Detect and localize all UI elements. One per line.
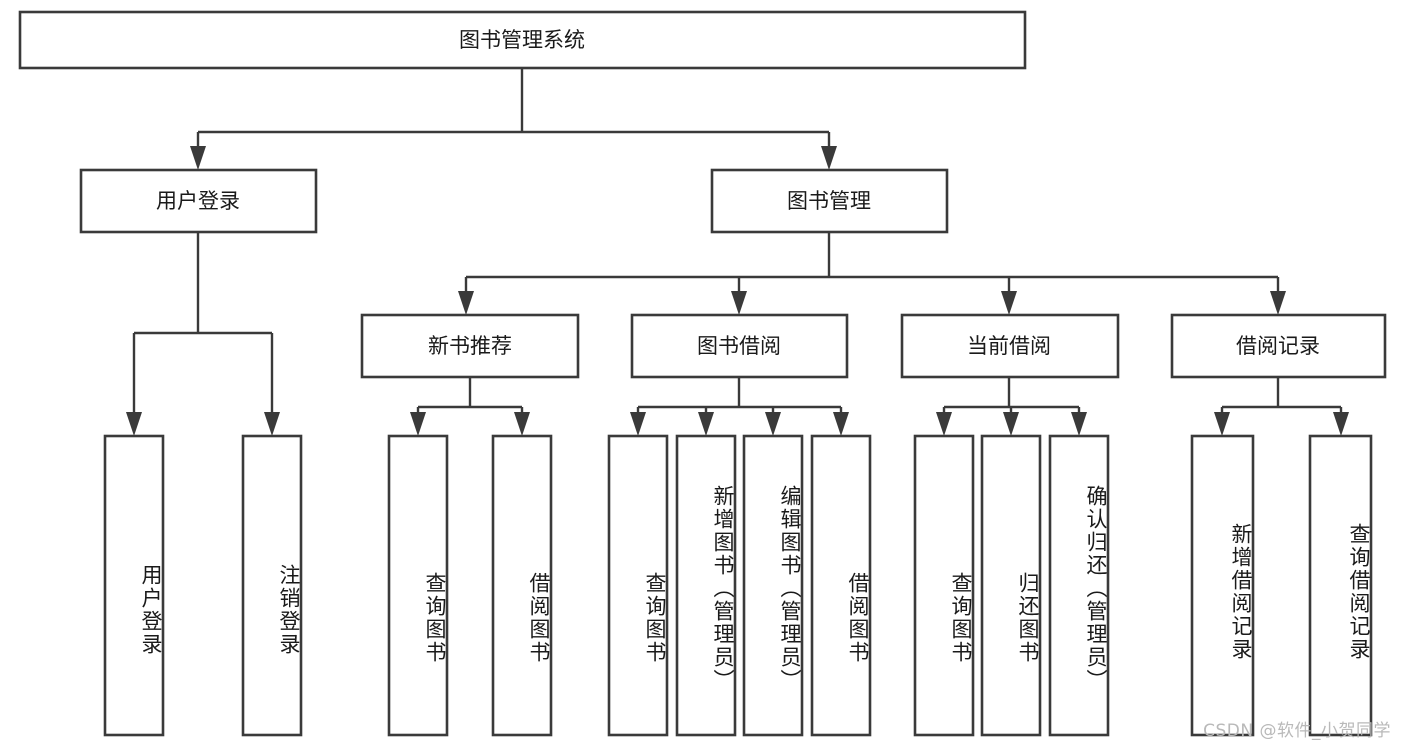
node-box-book-borrow[interactable] — [630, 313, 849, 379]
arrow-current-borrow-leaf-2 — [1071, 412, 1087, 436]
watermark-text: CSDN @软件_小贺同学 — [1203, 721, 1391, 741]
connector-group-new-book-recommend — [410, 377, 530, 436]
arrow-root-to-book-manage — [821, 146, 837, 170]
arrow-current-borrow-leaf-0 — [936, 412, 952, 436]
arrow-new-book-leaf-0 — [410, 412, 426, 436]
node-box-user-login[interactable] — [79, 168, 318, 234]
node-box-borrow-record[interactable] — [1170, 313, 1387, 379]
arrow-new-book-leaf-1 — [514, 412, 530, 436]
arrow-user-login-leaf-0 — [126, 412, 142, 436]
node-box-leaf-current-borrow-0[interactable] — [913, 434, 975, 737]
node-box-new-book-recommend[interactable] — [360, 313, 580, 379]
node-label-book-borrow: 图书借阅 — [697, 334, 781, 358]
node-label-borrow-record: 借阅记录 — [1236, 334, 1320, 358]
node-box-leaf-current-borrow-2[interactable] — [1048, 434, 1110, 737]
arrow-book-manage-to-book-borrow — [731, 291, 747, 315]
node-box-leaf-book-borrow-2[interactable] — [742, 434, 804, 737]
node-box-leaf-new-book-1[interactable] — [491, 434, 553, 737]
node-label-new-book-recommend: 新书推荐 — [428, 334, 512, 358]
node-box-leaf-current-borrow-1[interactable] — [980, 434, 1042, 737]
node-label-root: 图书管理系统 — [459, 28, 585, 52]
connector-group-book-manage — [458, 232, 1286, 315]
node-box-book-manage[interactable] — [710, 168, 949, 234]
node-label-current-borrow: 当前借阅 — [967, 334, 1051, 358]
arrow-book-borrow-leaf-0 — [630, 412, 646, 436]
arrow-book-borrow-leaf-1 — [698, 412, 714, 436]
node-box-current-borrow[interactable] — [900, 313, 1120, 379]
node-box-leaf-book-borrow-0[interactable] — [607, 434, 669, 737]
arrow-book-manage-to-current-borrow — [1001, 291, 1017, 315]
node-label-user-login: 用户登录 — [156, 189, 240, 213]
node-box-leaf-borrow-record-1[interactable] — [1308, 434, 1373, 737]
node-box-leaf-user-login-1[interactable] — [241, 434, 303, 737]
connector-group-book-borrow — [630, 377, 849, 436]
arrow-borrow-record-leaf-0 — [1214, 412, 1230, 436]
arrow-root-to-user-login — [190, 146, 206, 170]
arrow-current-borrow-leaf-1 — [1003, 412, 1019, 436]
connector-group-root — [190, 68, 837, 170]
node-box-leaf-book-borrow-1[interactable] — [675, 434, 737, 737]
node-box-root[interactable] — [18, 10, 1027, 70]
connector-group-borrow-record — [1214, 377, 1349, 436]
node-box-leaf-borrow-record-0[interactable] — [1190, 434, 1255, 737]
arrow-book-borrow-leaf-3 — [833, 412, 849, 436]
node-box-leaf-new-book-0[interactable] — [387, 434, 449, 737]
node-box-leaf-book-borrow-3[interactable] — [810, 434, 872, 737]
arrow-book-manage-to-borrow-record — [1270, 291, 1286, 315]
node-label-book-manage: 图书管理 — [787, 189, 871, 213]
node-box-leaf-user-login-0[interactable] — [103, 434, 165, 737]
connector-group-user-login — [126, 232, 280, 436]
arrow-borrow-record-leaf-1 — [1333, 412, 1349, 436]
connector-group-current-borrow — [936, 377, 1087, 436]
arrow-user-login-leaf-1 — [264, 412, 280, 436]
arrow-book-manage-to-new-book — [458, 291, 474, 315]
arrow-book-borrow-leaf-2 — [765, 412, 781, 436]
